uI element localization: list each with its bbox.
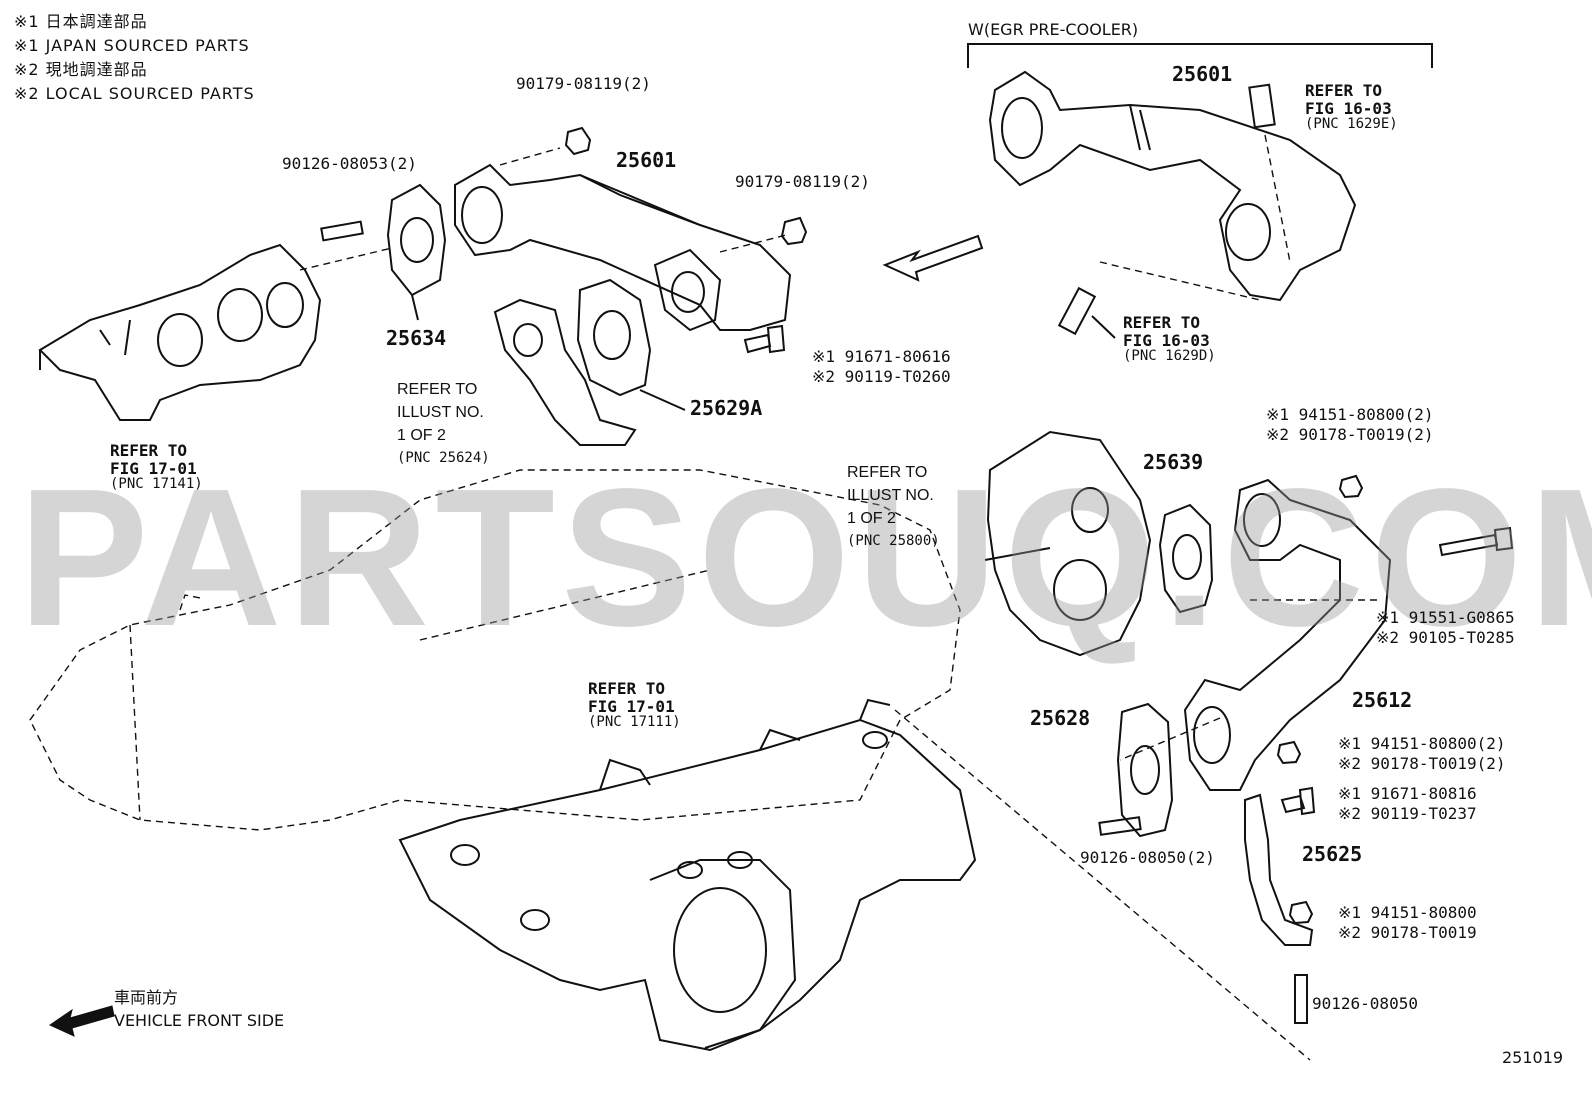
bolt-91671-80616 — [743, 324, 786, 354]
part-25634[interactable]: 25634 — [386, 326, 447, 350]
nut-94151-mid — [1276, 740, 1302, 765]
pipe-25601-top — [988, 70, 1357, 302]
part-91671-80816[interactable]: ※1 91671-80816 — [1338, 784, 1477, 803]
egr-group-bracket — [967, 43, 1433, 68]
part-90119-t0237[interactable]: ※2 90119-T0237 — [1338, 804, 1477, 823]
part-94151-80800-a[interactable]: ※1 94151-80800(2) — [1266, 405, 1434, 424]
part-25601-top[interactable]: 25601 — [1172, 62, 1233, 86]
note-japan-en: ※1 JAPAN SOURCED PARTS — [14, 36, 250, 55]
bolt-91551-g0865 — [1438, 526, 1514, 557]
part-90126-08053[interactable]: 90126-08053(2) — [282, 154, 417, 173]
front-arrow-icon — [48, 1005, 115, 1037]
egr-group-label: W(EGR PRE-COOLER) — [968, 20, 1139, 39]
part-25629a[interactable]: 25629A — [690, 396, 763, 420]
part-25639[interactable]: 25639 — [1143, 450, 1204, 474]
part-90105-t0285[interactable]: ※2 90105-T0285 — [1376, 628, 1515, 647]
bolt-90179-b — [780, 216, 808, 246]
gasket-25639 — [1158, 503, 1214, 614]
part-94151-80800-b[interactable]: ※1 94151-80800(2) — [1338, 734, 1506, 753]
bracket-25625 — [1244, 793, 1314, 946]
exhaust-manifold — [38, 243, 322, 421]
part-90126-08050[interactable]: 90126-08050 — [1312, 994, 1418, 1013]
bolt-90179-a — [564, 126, 592, 156]
nut-94151-top — [1338, 474, 1364, 499]
part-25612[interactable]: 25612 — [1352, 688, 1413, 712]
note-japan-jp: ※1 日本調達部品 — [14, 12, 148, 31]
figure-id: 251019 — [1502, 1048, 1564, 1067]
intake-manifold — [398, 718, 977, 1052]
part-25625[interactable]: 25625 — [1302, 842, 1363, 866]
part-25601-middle[interactable]: 25601 — [616, 148, 677, 172]
stud-90126-08053 — [320, 220, 364, 242]
part-90179-08119-b[interactable]: 90179-08119(2) — [735, 172, 870, 191]
part-90178-t0019-a[interactable]: ※2 90178-T0019(2) — [1266, 425, 1434, 444]
part-25628[interactable]: 25628 — [1030, 706, 1091, 730]
part-91671-80616[interactable]: ※1 91671-80616 — [812, 347, 951, 366]
front-side-en: VEHICLE FRONT SIDE — [114, 1011, 285, 1030]
gasket-25628 — [1116, 702, 1174, 838]
stud-90126-08050-2 — [1098, 816, 1142, 836]
bracket-25624 — [493, 298, 637, 446]
note-local-en: ※2 LOCAL SOURCED PARTS — [14, 84, 255, 103]
egr-valve-25800 — [986, 430, 1152, 657]
part-94151-80800-c[interactable]: ※1 94151-80800 — [1338, 903, 1477, 922]
watermark: PARTSOUQ.COM — [18, 448, 1592, 667]
stud-90126-08050 — [1294, 974, 1308, 1024]
part-90178-t0019-c[interactable]: ※2 90178-T0019 — [1338, 923, 1477, 942]
nut-94151-low — [1288, 900, 1314, 925]
part-90119-t0260[interactable]: ※2 90119-T0260 — [812, 367, 951, 386]
pipe-25612 — [1183, 478, 1392, 791]
front-side-jp: 車両前方 — [114, 988, 179, 1007]
part-90126-08050-2[interactable]: 90126-08050(2) — [1080, 848, 1215, 867]
part-90178-t0019-b[interactable]: ※2 90178-T0019(2) — [1338, 754, 1506, 773]
pipe-25601-middle — [454, 163, 792, 331]
note-local-jp: ※2 現地調達部品 — [14, 60, 148, 79]
part-90179-08119-a[interactable]: 90179-08119(2) — [516, 74, 651, 93]
part-91551-g0865[interactable]: ※1 91551-G0865 — [1376, 608, 1515, 627]
gasket-25629a — [576, 278, 652, 397]
bolt-91671-80816 — [1280, 786, 1316, 816]
gasket-25634 — [386, 183, 447, 297]
assembly-arrow — [882, 234, 984, 282]
